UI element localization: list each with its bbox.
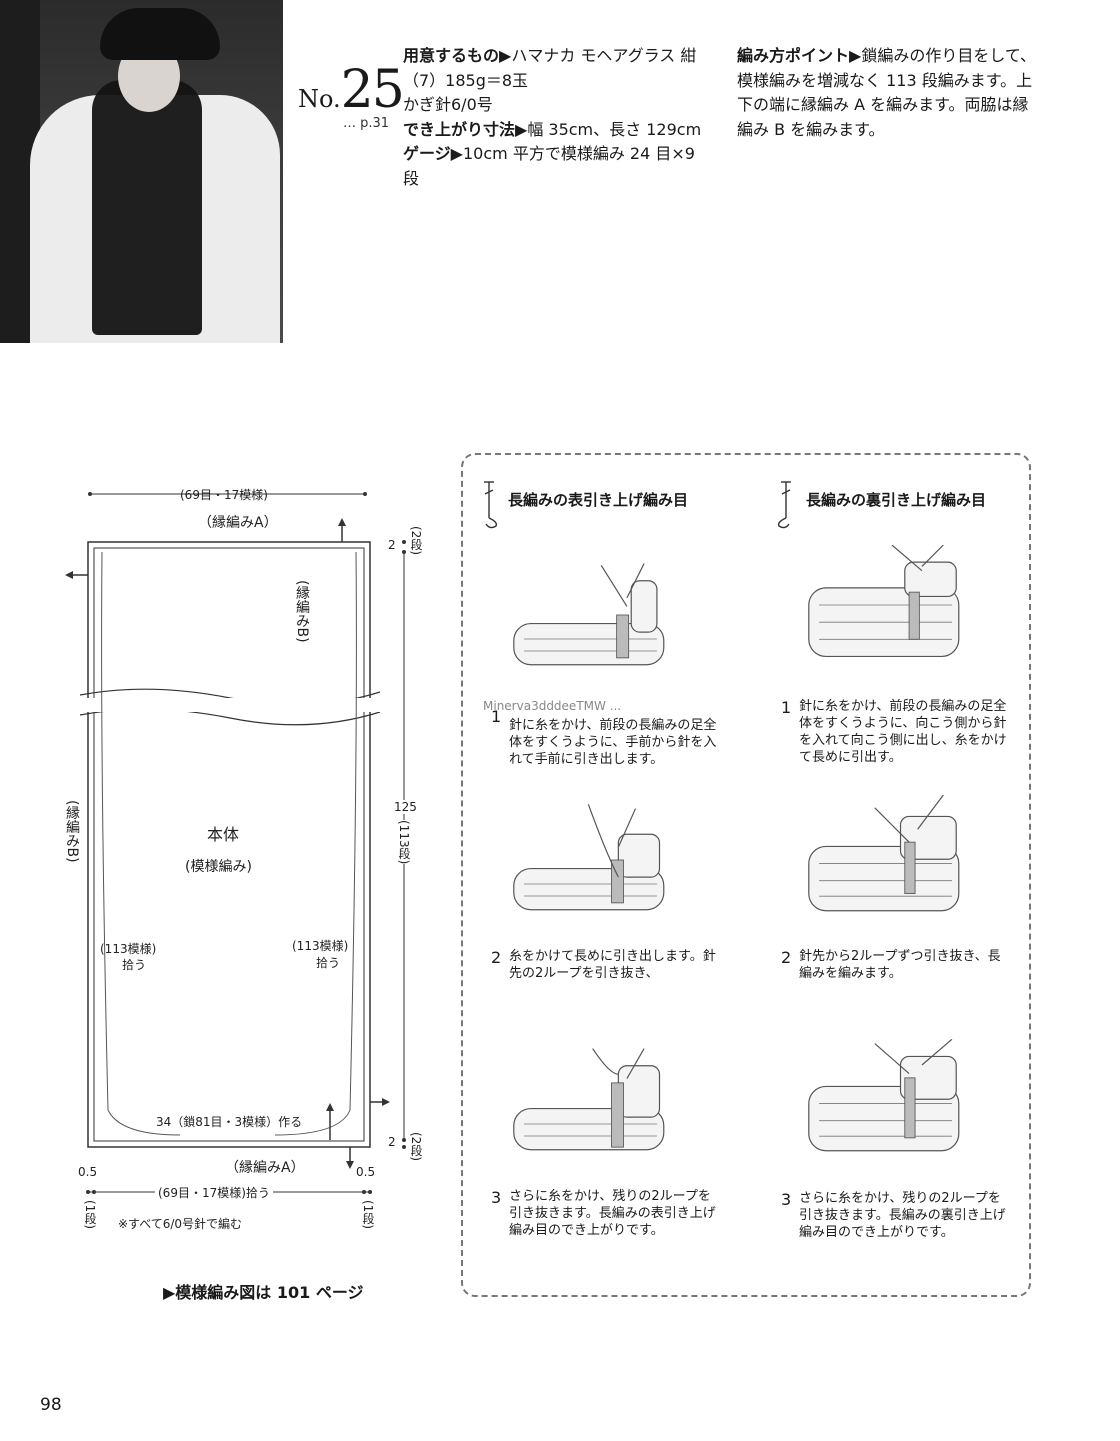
front-step-3-text: さらに糸をかけ、残りの2ループを引き抜きます。長編みの表引き上げ編み目のでき上が… [509, 1189, 716, 1238]
front-step-2-number: 2 [491, 948, 502, 967]
right-side-rows: (1段) [361, 1200, 375, 1229]
top-rows-count: 2 [388, 538, 396, 552]
model-hat [100, 8, 220, 60]
back-step-3-text: さらに糸をかけ、残りの2ループを引き抜きます。長編みの裏引き上げ編み目のでき上が… [799, 1191, 1006, 1240]
cast-on-label: 34（鎖81目・3模様）作る [156, 1115, 303, 1129]
materials-line: 用意するもの▶ハマナカ モヘアグラス 紺（7）185g＝8玉 [403, 46, 697, 90]
pick-left-label: 拾う [122, 958, 147, 972]
front-post-step-3-illustration [513, 1048, 665, 1151]
front-post-symbol-icon [484, 481, 498, 529]
scarf [92, 80, 202, 335]
length-label: 125 [394, 800, 417, 814]
bottom-rows-count: 2 [388, 1135, 396, 1149]
back-step-2-text: 針先から2ループずつ引き抜き、長編みを編みます。 [799, 949, 1001, 981]
materials-line: ゲージ▶10cm 平方で模様編み 24 目×9 段 [403, 144, 695, 188]
back-post-step-1-illustration [808, 545, 960, 658]
front-step-1-number: 1 [491, 707, 502, 726]
materials-line: かぎ針6/0号 [403, 95, 493, 114]
materials-line: でき上がり寸法▶幅 35cm、長さ 129cm [403, 119, 702, 139]
pattern-number-value: 25 [340, 60, 405, 120]
materials-block: 用意するもの▶ハマナカ モヘアグラス 紺（7）185g＝8玉 かぎ針6/0号 で… [403, 44, 708, 191]
back-step-1-number: 1 [781, 698, 792, 717]
top-edge-label: （縁編みA） [198, 515, 278, 531]
left-side-rows: (1段) [83, 1200, 97, 1229]
front-step-2-text: 糸をかけて長めに引き出します。針先の2ループを引き抜き、 [509, 949, 716, 981]
points-label: 編み方ポイント▶ [737, 46, 862, 65]
knitting-points: 編み方ポイント▶鎖編みの作り目をして、模様編みを増減なく 113 段編みます。上… [737, 44, 1037, 142]
watermark: Minerva3dddeeTMW ... [483, 699, 622, 713]
body-subtitle: (模様編み) [185, 859, 252, 875]
left-edge-label: (縁編みB) [64, 800, 80, 863]
bottom-width-label: (69目・17模様)拾う [155, 1184, 273, 1201]
back-step-1-text: 針に糸をかけ、前段の長編みの足全体をすくうように、向こう側から針を入れて向こう側… [799, 699, 1007, 765]
right-side-width: 0.5 [356, 1165, 376, 1179]
back-post-title: 長編みの裏引き上げ編み目 [806, 491, 987, 509]
pick-left-count: (113模様) [100, 942, 157, 956]
schematic-diagram: (69目・17模様) （縁編みA） (縁編みB) (縁編みB) 本体 (模様編み… [60, 470, 450, 1231]
pattern-number: No.25 [298, 60, 405, 120]
pattern-number-prefix: No. [298, 85, 341, 113]
model-photo [0, 0, 283, 343]
front-step-3-number: 3 [491, 1188, 502, 1207]
right-edge-label: (縁編みB) [294, 580, 310, 643]
pick-right-label: 拾う [316, 956, 341, 970]
needle-note: ※すべて6/0号針で編む [118, 1217, 243, 1231]
back-step-3-number: 3 [781, 1190, 792, 1209]
back-post-step-2-illustration [808, 795, 960, 912]
back-post-symbol-icon [777, 481, 791, 529]
back-step-2-number: 2 [781, 948, 792, 967]
chart-page-link[interactable]: ▶模様編み図は 101 ページ [163, 1283, 364, 1302]
front-post-step-2-illustration [513, 804, 665, 911]
left-side-width: 0.5 [78, 1165, 98, 1179]
length-rows-label: (113段) [396, 820, 413, 865]
points-text: 鎖編みの作り目をして、模様編みを増減なく 113 段編みます。上下の端に縁編み … [737, 46, 1037, 139]
stitch-instructions-box: 長編みの表引き上げ編み目 長編みの裏引き上げ編み目 [461, 453, 1031, 1297]
bottom-edge-label: （縁編みA） [225, 1160, 305, 1176]
back-post-step-3-illustration [808, 1038, 960, 1152]
top-width-label: (69目・17模様) [180, 488, 268, 502]
page-reference: … p.31 [343, 116, 390, 131]
top-rows-label: (2段) [409, 526, 423, 555]
front-post-step-1-illustration [513, 563, 665, 666]
front-post-title: 長編みの表引き上げ編み目 [508, 491, 689, 509]
body-title: 本体 [207, 825, 240, 844]
pick-right-count: (113模様) [292, 939, 349, 953]
front-step-1-text: 針に糸をかけ、前段の長編みの足全体をすくうように、手前から針を入れて手前に引き出… [509, 718, 717, 767]
page-number: 98 [40, 1395, 62, 1415]
bottom-rows-label: (2段) [409, 1132, 423, 1161]
